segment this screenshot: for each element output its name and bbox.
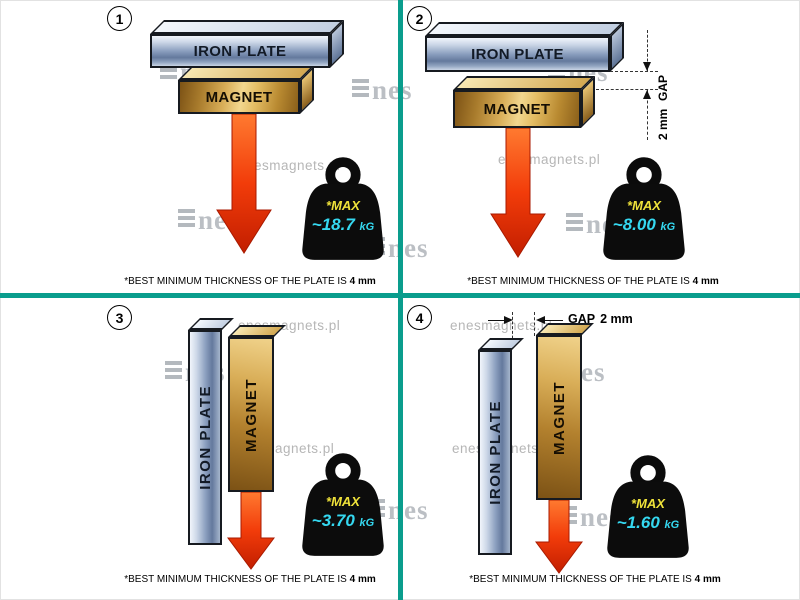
plate-top-face (188, 318, 234, 330)
max-label: *MAX (326, 494, 360, 509)
panel-1-caption: *BEST MINIMUM THICKNESS OF THE PLATE IS … (124, 276, 376, 287)
panel-3-caption: *BEST MINIMUM THICKNESS OF THE PLATE IS … (124, 574, 376, 585)
kettlebell-shape (302, 157, 384, 260)
magnet-label: MAGNET (205, 88, 273, 106)
weight-icon: *MAX ~8.00 kG (600, 156, 688, 264)
kettlebell-shape (603, 157, 685, 260)
magnet-top-face (453, 76, 595, 90)
panel-4-caption: *BEST MINIMUM THICKNESS OF THE PLATE IS … (469, 574, 721, 585)
magnet-front-face: MAGNET (536, 335, 582, 500)
gap-dim-line (596, 89, 658, 90)
dim-arrow-left-icon (536, 316, 545, 324)
magnet-top-face (536, 323, 594, 335)
plate-top-face (425, 22, 624, 36)
max-label: *MAX (326, 198, 360, 213)
watermark-site: enesmagnets.pl (238, 158, 341, 173)
plate-top-face (150, 20, 344, 34)
magnet-front-face: MAGNET (178, 80, 300, 114)
magnet-front-face: MAGNET (228, 337, 274, 492)
max-value: ~18.7 kG (311, 215, 375, 234)
kettlebell-shape (302, 453, 384, 556)
plate-front-face: IRON PLATE (150, 34, 330, 68)
weight-icon: *MAX ~3.70 kG (299, 452, 387, 560)
iron-plate-label: IRON PLATE (196, 385, 214, 490)
panel-1-number: 1 (107, 6, 132, 31)
panel-2-number: 2 (407, 6, 432, 31)
vertical-divider (398, 0, 403, 600)
max-label: *MAX (627, 198, 661, 213)
max-value: ~8.00 kG (612, 215, 676, 234)
magnet-top-face (228, 325, 286, 337)
max-value: ~3.70 kG (311, 511, 375, 530)
magnet-label: MAGNET (483, 100, 551, 118)
iron-plate-label: IRON PLATE (486, 400, 504, 505)
dim-arrow-down-icon (643, 62, 651, 71)
panel-3-number: 3 (107, 305, 132, 330)
max-label: *MAX (631, 496, 665, 511)
logo-bars-icon (352, 79, 369, 99)
pull-force-arrow (535, 500, 583, 574)
gap-dim-line (488, 320, 506, 321)
panel-2-caption: *BEST MINIMUM THICKNESS OF THE PLATE IS … (467, 276, 719, 287)
magnet-label: MAGNET (242, 377, 260, 452)
enes-logo: nes (352, 76, 413, 104)
plate-front-face: IRON PLATE (425, 36, 610, 72)
weight-icon: *MAX ~1.60 kG (604, 454, 692, 562)
magnet-label: MAGNET (550, 380, 568, 455)
gap-dim-line (512, 312, 513, 348)
logo-bars-icon (165, 361, 182, 381)
magnet-top-face (178, 66, 314, 80)
max-value: ~1.60 kG (616, 513, 680, 532)
iron-plate-label: IRON PLATE (193, 42, 287, 60)
plate-front-face: IRON PLATE (478, 350, 512, 555)
watermark-site: enesmagnets.pl (450, 318, 553, 333)
horizontal-divider (0, 293, 800, 298)
panel-4-number: 4 (407, 305, 432, 330)
pull-force-arrow (227, 492, 275, 570)
dim-arrow-up-icon (643, 90, 651, 99)
magnet-front-face: MAGNET (453, 90, 581, 128)
dim-arrow-right-icon (504, 316, 513, 324)
plate-front-face: IRON PLATE (188, 330, 222, 545)
logo-bars-icon (178, 209, 195, 229)
pull-force-arrow (216, 114, 272, 254)
gap-dim-line (534, 312, 535, 336)
pull-force-arrow (490, 128, 546, 258)
gap-dim-line (647, 90, 648, 140)
plate-top-face (478, 338, 524, 350)
gap-dim-line (610, 71, 658, 72)
gap-dim-line (545, 320, 563, 321)
gap-dim-line (647, 30, 648, 71)
iron-plate-label: IRON PLATE (471, 45, 564, 63)
logo-bars-icon (566, 213, 583, 233)
weight-icon: *MAX ~18.7 kG (299, 156, 387, 264)
kettlebell-shape (607, 455, 689, 558)
